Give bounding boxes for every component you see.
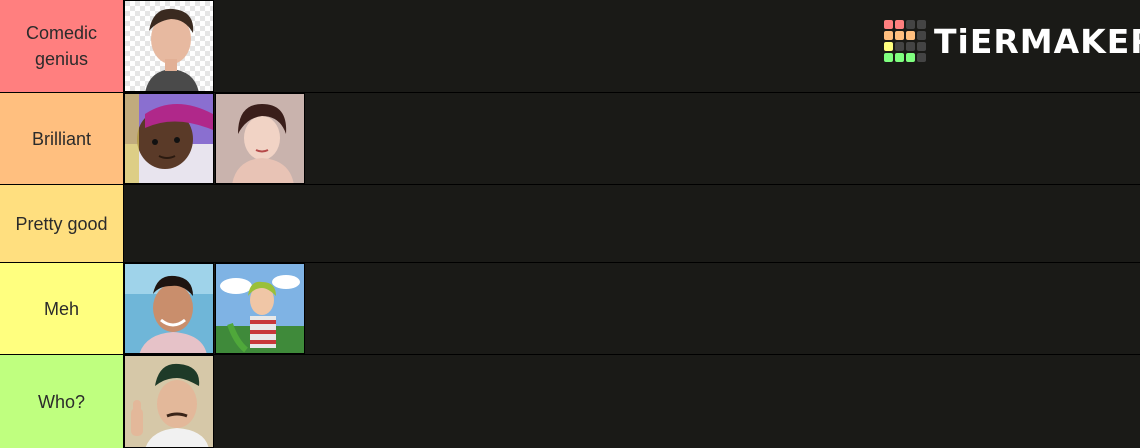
tier-row-pretty-good: Pretty good — [0, 185, 1140, 262]
tier-label-who[interactable]: Who? — [0, 355, 124, 448]
tier-label-pretty-good[interactable]: Pretty good — [0, 185, 124, 262]
logo-text: TiERMAKER — [934, 21, 1140, 61]
tier-item-thumbnail[interactable] — [124, 0, 214, 92]
tier-item-thumbnail[interactable] — [124, 93, 214, 184]
tier-items-who — [124, 355, 215, 448]
tier-row-meh: Meh — [0, 263, 1140, 354]
tier-row-comedic-genius: Comedic genius — [0, 0, 1140, 92]
tier-items-meh — [124, 263, 306, 354]
tiermaker-logo[interactable]: TiERMAKER — [884, 20, 1140, 62]
tier-item-thumbnail[interactable] — [124, 263, 214, 354]
tier-item-thumbnail[interactable] — [215, 263, 305, 354]
logo-grid-icon — [884, 20, 926, 62]
tier-row-who: Who? — [0, 355, 1140, 448]
tier-item-thumbnail[interactable] — [215, 93, 305, 184]
tier-item-thumbnail[interactable] — [124, 355, 214, 448]
tier-row-brilliant: Brilliant — [0, 93, 1140, 184]
tier-items-comedic-genius — [124, 0, 215, 92]
tier-label-brilliant[interactable]: Brilliant — [0, 93, 124, 184]
tier-label-meh[interactable]: Meh — [0, 263, 124, 354]
tier-items-brilliant — [124, 93, 306, 184]
tier-label-comedic-genius[interactable]: Comedic genius — [0, 0, 124, 92]
